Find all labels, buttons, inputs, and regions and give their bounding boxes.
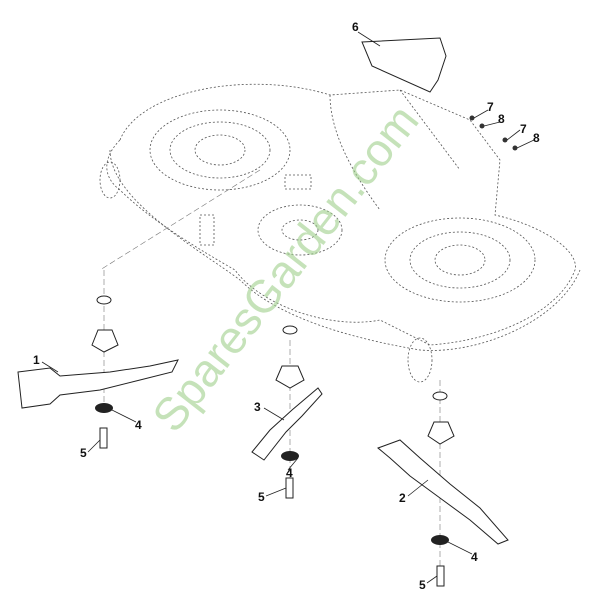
label-4: 4: [471, 550, 478, 564]
mower-deck: [99, 83, 581, 383]
label-4: 4: [286, 466, 293, 480]
label-5: 5: [419, 578, 426, 592]
label-1: 1: [33, 353, 40, 367]
washer-center: [281, 451, 299, 461]
spindle-right: [427, 391, 455, 445]
watermark: SparesGarden.com: [142, 95, 429, 441]
label-7: 7: [487, 100, 494, 114]
nuts-washers: [469, 115, 518, 151]
label-3: 3: [254, 400, 261, 414]
blade-left: [17, 359, 179, 409]
spindle-center: [275, 325, 305, 389]
blade-center: [251, 387, 323, 461]
label-4: 4: [135, 418, 142, 432]
label-8: 8: [533, 131, 540, 145]
label-8: 8: [498, 112, 505, 126]
blade-right: [377, 439, 509, 545]
spindle-left: [91, 295, 119, 353]
washer-right: [431, 535, 449, 545]
label-7: 7: [520, 122, 527, 136]
label-2: 2: [399, 491, 406, 505]
label-5: 5: [258, 490, 265, 504]
label-6: 6: [352, 20, 359, 34]
chute-cover: [361, 37, 447, 93]
label-5: 5: [80, 446, 87, 460]
washer-left: [95, 403, 113, 413]
